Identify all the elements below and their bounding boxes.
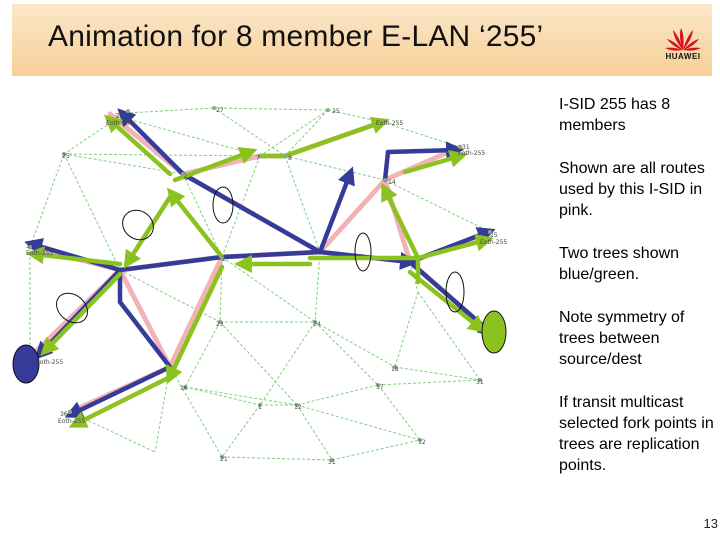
slide-title: Animation for 8 member E-LAN ‘255’	[48, 20, 544, 53]
blue-tree-arrow	[64, 364, 173, 418]
node-label: 6	[184, 175, 188, 182]
node-label: 1	[258, 404, 262, 411]
blue-tree-link	[382, 149, 391, 183]
node-label: 7	[256, 155, 260, 162]
green-tree-arrow	[123, 191, 175, 269]
blue-tree-link	[117, 254, 225, 273]
green-tree-arrow	[40, 271, 123, 356]
node-label: 26	[116, 113, 124, 120]
green-tree-arrow	[402, 150, 468, 175]
node-label: 18	[391, 366, 399, 373]
bullet-item: Note symmetry of trees between source/de…	[559, 309, 685, 368]
member-label: Eoth-255	[58, 418, 85, 425]
green-tree-arrow	[381, 182, 421, 261]
green-source-member	[481, 310, 507, 354]
green-tree-arrow	[103, 114, 173, 177]
node-label: 12	[294, 404, 302, 411]
member-labels: Eoth-255 Eoth-255 Eoth-255 Eoth-255 Eoth…	[26, 120, 507, 425]
elan-topology-diagram: 26 27 25 25 7 8 31 6 14 3 25 2 23 24 18 …	[12, 106, 507, 466]
node-label: 8	[288, 155, 292, 162]
node-label: 27	[216, 107, 224, 114]
green-tree-arrow	[68, 374, 173, 428]
green-tree-arrow	[166, 187, 225, 260]
huawei-logo: HUAWEI	[658, 22, 708, 64]
node-label: 21	[220, 456, 228, 463]
green-tree-arrow	[282, 116, 390, 159]
node-label: 31	[476, 379, 484, 386]
node-label: 25	[62, 153, 70, 160]
blue-tree-link	[219, 249, 323, 260]
page-number: 13	[703, 516, 718, 531]
member-label: Eoth-255	[458, 150, 485, 157]
member-label: Eoth-255	[376, 120, 403, 127]
node-label: 24	[313, 321, 321, 328]
node-label: 17	[376, 384, 384, 391]
member-label: Eoth-255	[106, 120, 133, 127]
huawei-flower-icon	[665, 28, 701, 51]
node-label: 25	[332, 108, 340, 115]
node-label: 14	[388, 179, 396, 186]
blue-tree-arrow	[317, 166, 355, 255]
node-label: 25	[490, 232, 498, 239]
blue-source-member	[12, 344, 40, 384]
green-tree-arrow	[415, 233, 494, 261]
bullet-item: Shown are all routes used by this I-SID …	[559, 160, 705, 219]
node-labels: 26 27 25 25 7 8 31 6 14 3 25 2 23 24 18 …	[26, 107, 498, 466]
title-bar: Animation for 8 member E-LAN ‘255’ HUAWE…	[12, 4, 712, 76]
member-label: Eoth-255	[26, 250, 53, 257]
bullet-item: If transit multicast selected fork point…	[559, 394, 714, 474]
bullet-item: I-SID 255 has 8 members	[559, 96, 671, 134]
node-label: 2	[222, 256, 226, 263]
highlight-ellipses	[56, 186, 465, 324]
bullet-list: I-SID 255 has 8 members Shown are all ro…	[559, 94, 717, 498]
logo-wordmark: HUAWEI	[665, 52, 701, 61]
member-label: Eoth-255	[36, 359, 63, 366]
green-tree-arrow	[407, 269, 487, 334]
blue-tree-link	[180, 171, 323, 255]
node-label: 23	[216, 321, 224, 328]
node-label: 31	[328, 459, 336, 466]
node-label: 16	[180, 385, 188, 392]
bullet-item: Two trees shown blue/green.	[559, 245, 680, 283]
green-tree	[25, 114, 494, 428]
blue-tree-arrow	[117, 108, 186, 177]
node-label: 31	[462, 144, 470, 151]
node-label: 36	[60, 411, 68, 418]
green-tree-arrow	[25, 246, 123, 267]
node-label: 3	[26, 243, 30, 250]
node-label: 12	[418, 439, 426, 446]
node-dots	[28, 106, 492, 462]
blue-tree-link	[117, 299, 173, 370]
blue-tree-arrow	[385, 141, 465, 160]
green-tree-arrow	[166, 264, 225, 385]
member-label: Eoth-255	[480, 239, 507, 246]
green-tree-arrow	[172, 147, 258, 183]
